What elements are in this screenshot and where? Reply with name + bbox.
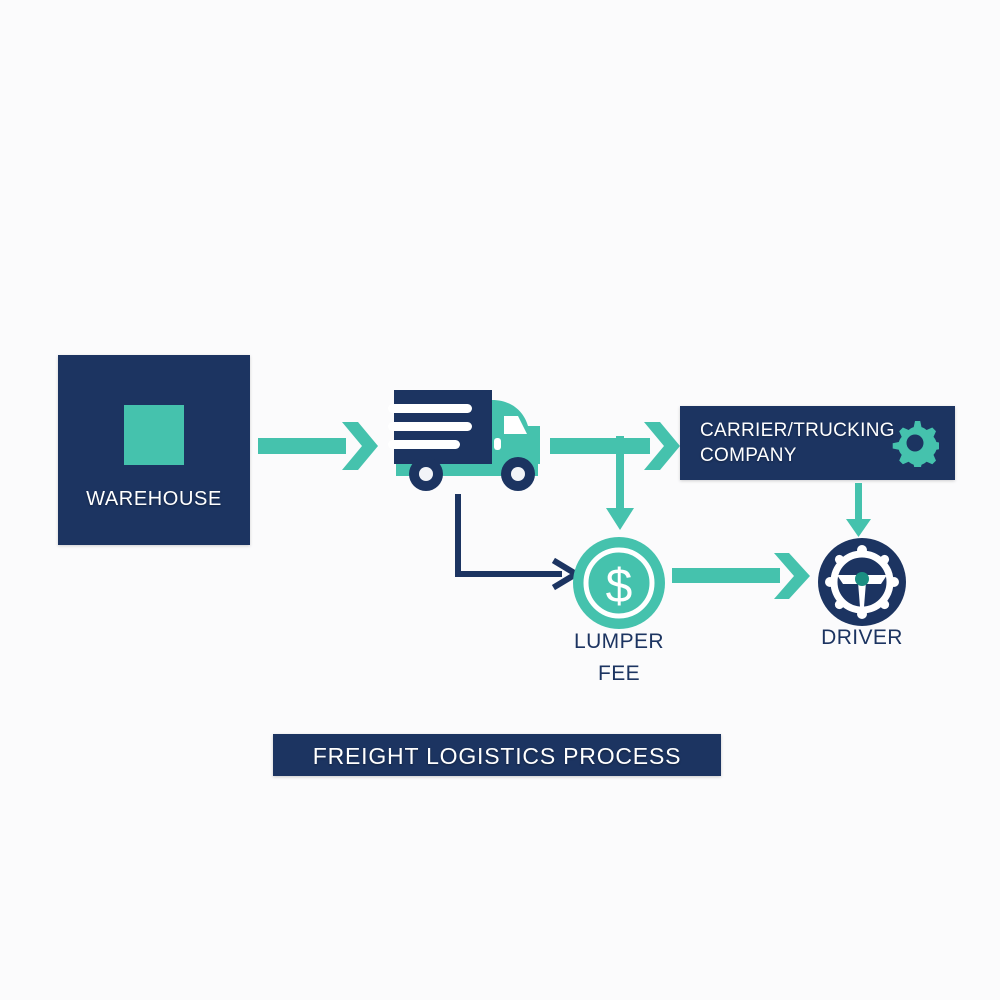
node-warehouse[interactable]: WAREHOUSE: [58, 355, 250, 545]
carrier-label-line2: COMPANY: [700, 445, 797, 466]
arrow-truck-to-carrier: [550, 422, 680, 470]
node-truck[interactable]: [388, 382, 548, 500]
lumper-fee-label-line1: LUMPER: [574, 630, 664, 653]
warehouse-label: WAREHOUSE: [86, 488, 222, 510]
title-banner: FREIGHT LOGISTICS PROCESS: [273, 734, 721, 776]
arrow-branch-to-lumper-fee: [606, 436, 634, 530]
svg-text:$: $: [606, 560, 633, 613]
dollar-coin-icon: $: [573, 537, 665, 629]
lumper-fee-label: LUMPER FEE: [533, 626, 705, 690]
gear-icon: [892, 421, 939, 467]
driver-label: DRIVER: [821, 626, 903, 649]
steering-wheel-icon: [818, 538, 906, 626]
node-driver[interactable]: [817, 537, 907, 627]
delivery-truck-icon: [388, 390, 540, 491]
arrow-warehouse-to-truck: [258, 422, 378, 470]
carrier-label: CARRIER/TRUCKING COMPANY: [700, 418, 895, 468]
arrow-truck-to-lumper-fee: [455, 494, 582, 591]
arrow-lumper-fee-to-driver: [672, 553, 810, 599]
node-carrier-trucking-company[interactable]: CARRIER/TRUCKING COMPANY: [680, 406, 955, 480]
lumper-fee-label-line2: FEE: [597, 662, 641, 685]
carrier-label-line1: CARRIER/TRUCKING: [700, 420, 895, 441]
node-lumper-fee[interactable]: $: [572, 536, 666, 630]
arrow-carrier-to-driver: [846, 483, 871, 537]
warehouse-square-icon: [124, 405, 184, 465]
page-title: FREIGHT LOGISTICS PROCESS: [312, 743, 682, 769]
